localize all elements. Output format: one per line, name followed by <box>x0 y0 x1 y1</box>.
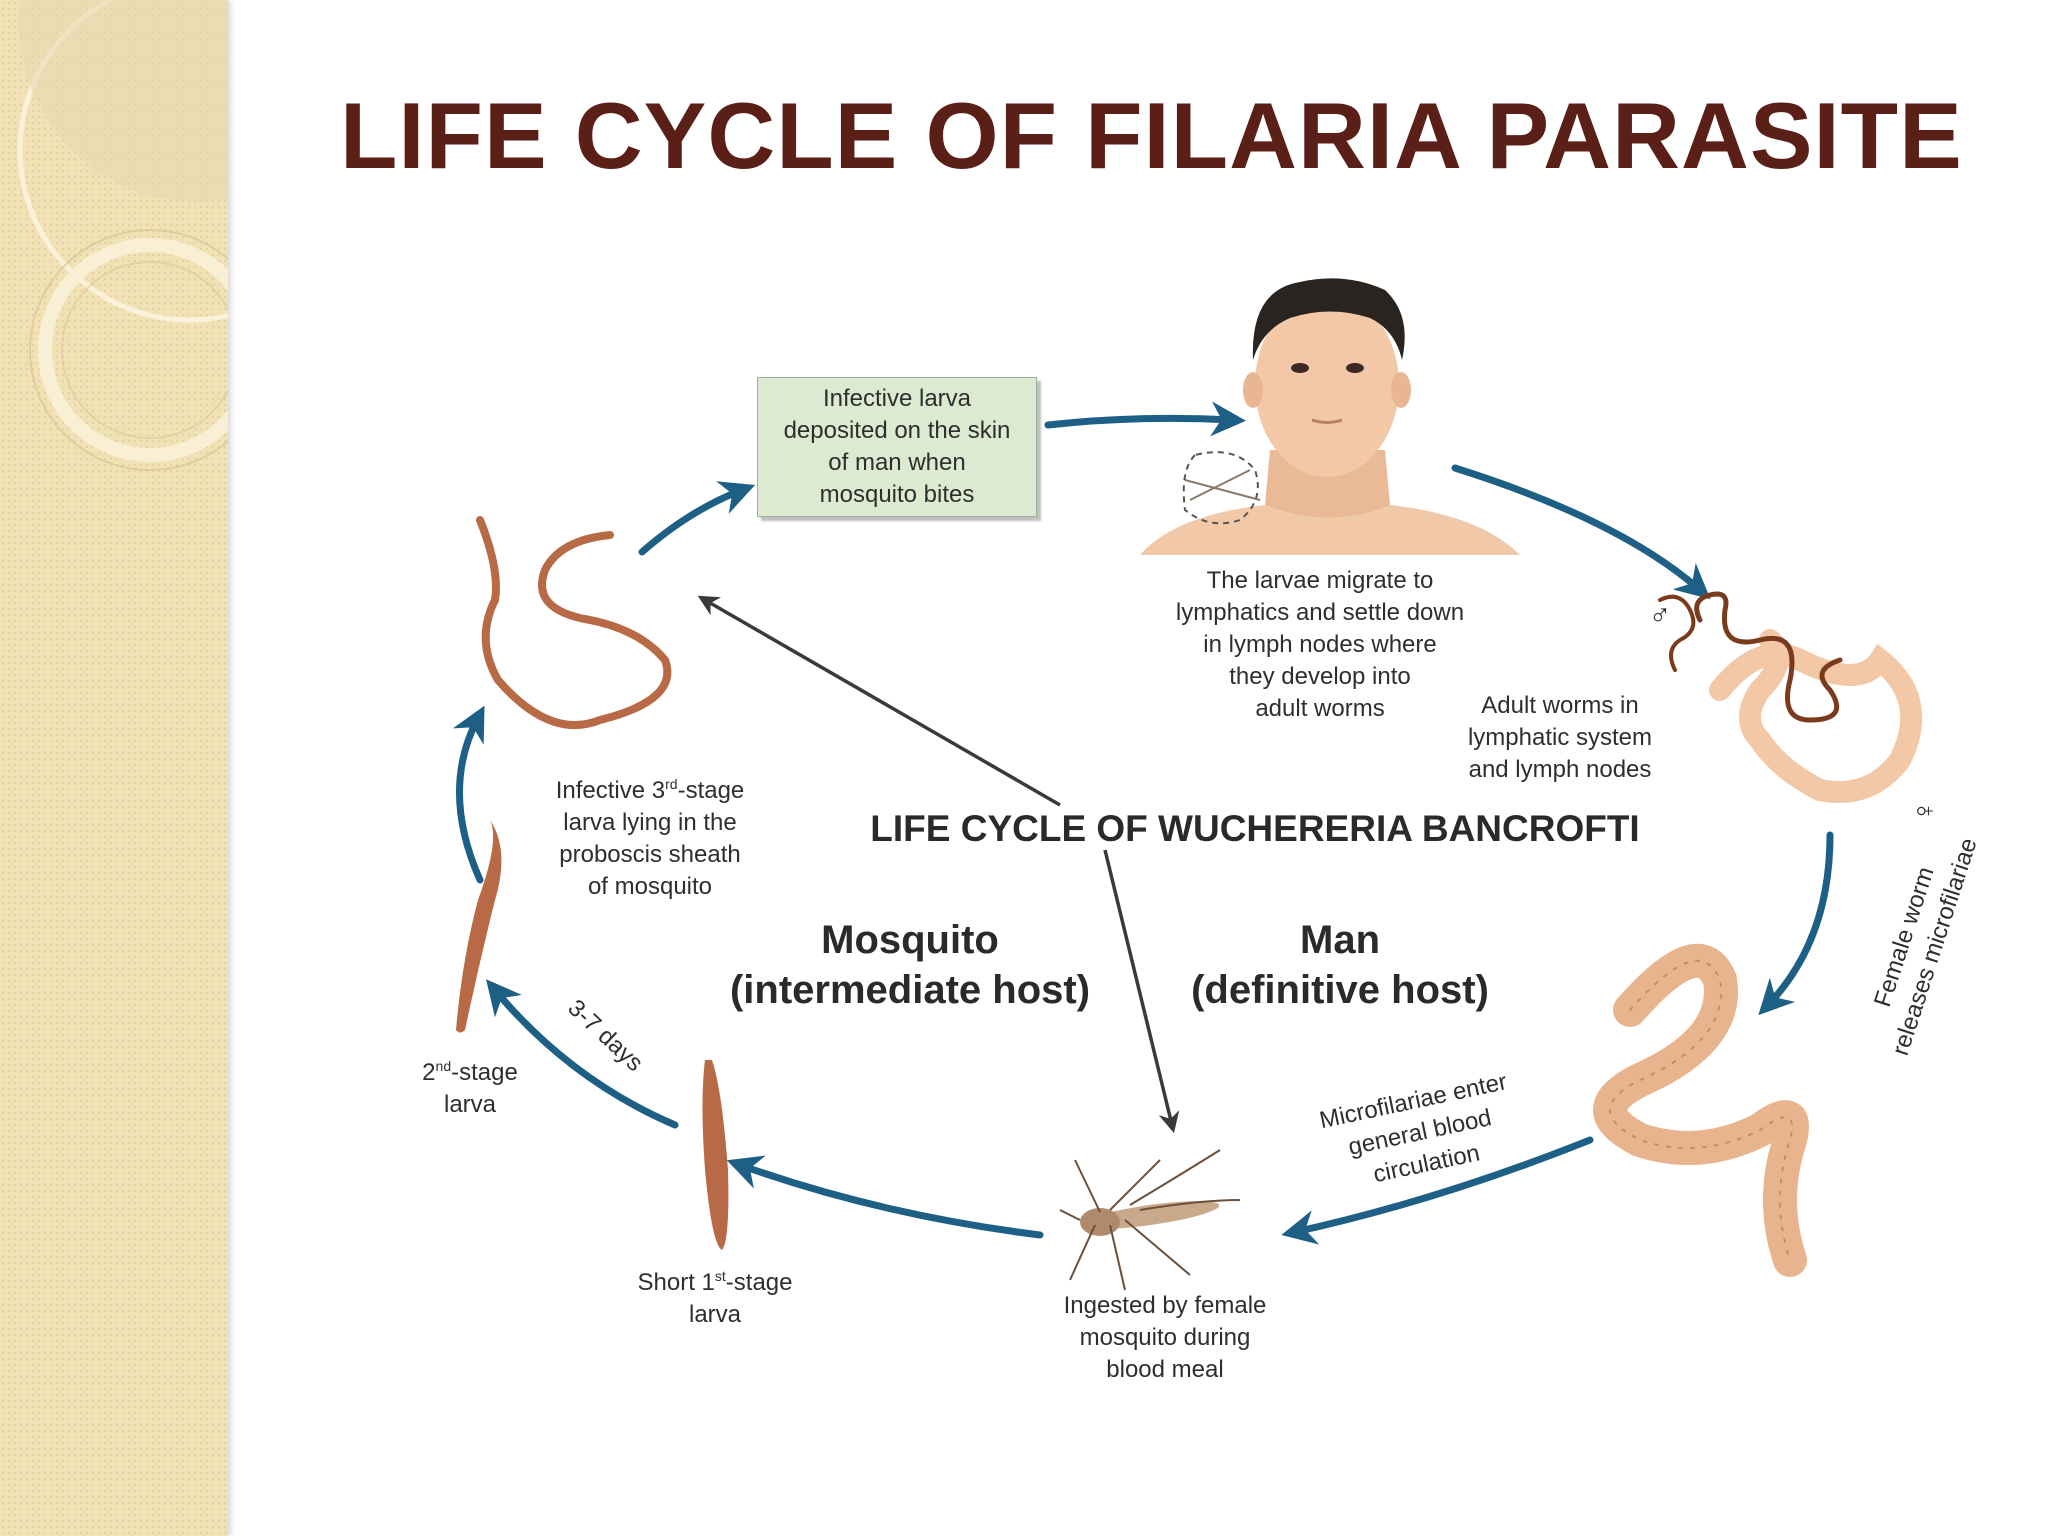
mosquito-host-label: Mosquito (intermediate host) <box>729 918 1091 1012</box>
third-stage-larva <box>476 516 672 729</box>
adult-worms <box>1658 591 1923 803</box>
male-symbol: ♂ <box>1648 599 1672 632</box>
slide-title: LIFE CYCLE OF FILARIA PARASITE <box>340 83 1963 188</box>
cycle-arrow-second-to-third <box>452 705 485 884</box>
mosquito-illustration <box>1059 1149 1241 1291</box>
sidebar-rings <box>17 0 228 471</box>
cycle-arrow-box-to-man <box>1044 401 1246 437</box>
adult-worms-label: Adult worms in lymphatic system and lymp… <box>1467 692 1653 783</box>
decorative-sidebar <box>0 0 228 1536</box>
ingested-label: Ingested by female mosquito during blood… <box>1063 1292 1267 1383</box>
infective-box-line: mosquito bites <box>819 481 975 508</box>
infective-box-line: of man when <box>828 449 966 476</box>
diagram-center-title: LIFE CYCLE OF WUCHERERIA BANCROFTI <box>870 808 1640 849</box>
center-arrow-to-infective-box <box>697 595 1061 807</box>
human-figure <box>1140 278 1520 555</box>
cycle-arrow-third-to-box <box>638 481 756 556</box>
infective-box-line: Infective larva <box>822 385 972 412</box>
cycle-arrow-first-to-second <box>486 979 679 1129</box>
second-stage-label: 2nd-stage larva <box>422 1058 518 1118</box>
infective-larva-box: Infective larva deposited on the skin of… <box>757 377 1037 517</box>
man-host-label: Man (definitive host) <box>1191 918 1489 1012</box>
female-worm <box>1593 943 1809 1277</box>
cycle-arrow-adult-to-female <box>1758 831 1834 1016</box>
center-arrow-to-mosquito <box>1103 849 1180 1134</box>
cycle-arrow-man-to-adult <box>1451 464 1711 600</box>
infective-box-line: deposited on the skin <box>783 417 1011 444</box>
larvae-migrate-label: The larvae migrate to lymphatics and set… <box>1175 567 1465 722</box>
cycle-arrow-microfilariae-to-mosquito <box>1281 1136 1594 1245</box>
second-stage-larva <box>456 820 502 1033</box>
first-stage-label: Short 1st-stage larva <box>637 1268 793 1328</box>
cycle-arrow-mosquito-to-first <box>726 1155 1044 1239</box>
third-stage-label: Infective 3rd-stage larva lying in the p… <box>555 776 745 900</box>
first-stage-larva <box>702 1060 729 1250</box>
